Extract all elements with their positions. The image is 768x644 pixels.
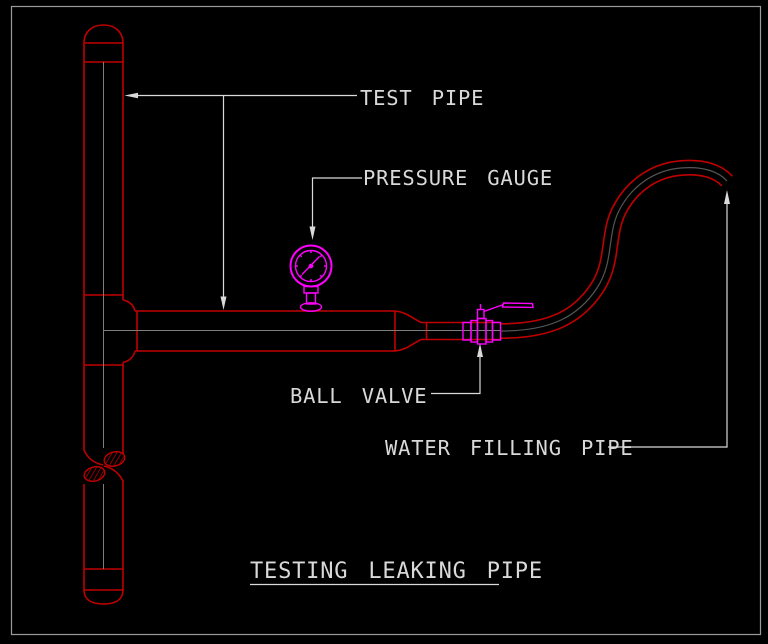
gauge-needle-hub [308, 263, 314, 269]
valve-left-nut [462, 321, 472, 341]
break-cut-lower [103, 465, 124, 482]
drawing-border-frame [10, 5, 762, 636]
reducer-taper-bottom [394, 338, 422, 352]
reducer-taper-top [394, 310, 422, 324]
pressure-gauge [289, 244, 333, 312]
ball-valve-leader [431, 343, 483, 395]
valve-right-nut [491, 321, 502, 341]
tee-fillet-bottom [122, 350, 136, 364]
test-pipe [83, 24, 126, 605]
break-hatch-ellipse-lower [83, 466, 106, 482]
pressure-gauge-label: PRESSURE GAUGE [363, 166, 553, 190]
arrow-to-hose-end [724, 190, 730, 204]
pipe-break-symbol [83, 449, 126, 482]
valve-handle-link [483, 303, 504, 313]
water-filling-pipe-label: WATER FILLING PIPE [385, 436, 634, 460]
arrow-to-valve [477, 343, 483, 357]
valve-stem [476, 308, 485, 320]
gauge-base [299, 302, 323, 312]
tee-fillet-top [122, 299, 136, 312]
water-filling-pipe-hose [500, 159, 733, 339]
hose-centerline [500, 167, 728, 332]
drawing-title-block: TESTING LEAKING PIPE [250, 559, 543, 586]
break-cut-upper [83, 449, 104, 466]
water-filling-leader-line [608, 204, 728, 448]
horizontal-branch-pipe [104, 299, 502, 364]
hose-bore [500, 161, 732, 338]
gauge-dial-ticks [295, 250, 327, 282]
ball-valve [462, 302, 534, 345]
water-filling-pipe-leader [608, 190, 730, 448]
ball-valve-leader-line [431, 357, 481, 395]
pipe-top-cap [83, 24, 124, 44]
pipe-bottom-cap [83, 589, 124, 605]
ball-valve-label: BALL VALVE [290, 384, 427, 408]
valve-handle-lever [501, 302, 534, 309]
gauge-stem [305, 292, 317, 305]
drawing-title: TESTING LEAKING PIPE [250, 559, 543, 584]
arrow-to-vertical-pipe [124, 92, 138, 99]
break-hatch-ellipse-upper [103, 451, 126, 467]
pressure-gauge-leader-line [311, 177, 362, 227]
test-pipe-leader [124, 92, 357, 310]
test-pipe-label: TEST PIPE [360, 86, 484, 110]
arrow-to-gauge [309, 226, 316, 240]
arrow-to-horizontal-pipe [220, 296, 227, 310]
pressure-gauge-leader [309, 177, 362, 240]
